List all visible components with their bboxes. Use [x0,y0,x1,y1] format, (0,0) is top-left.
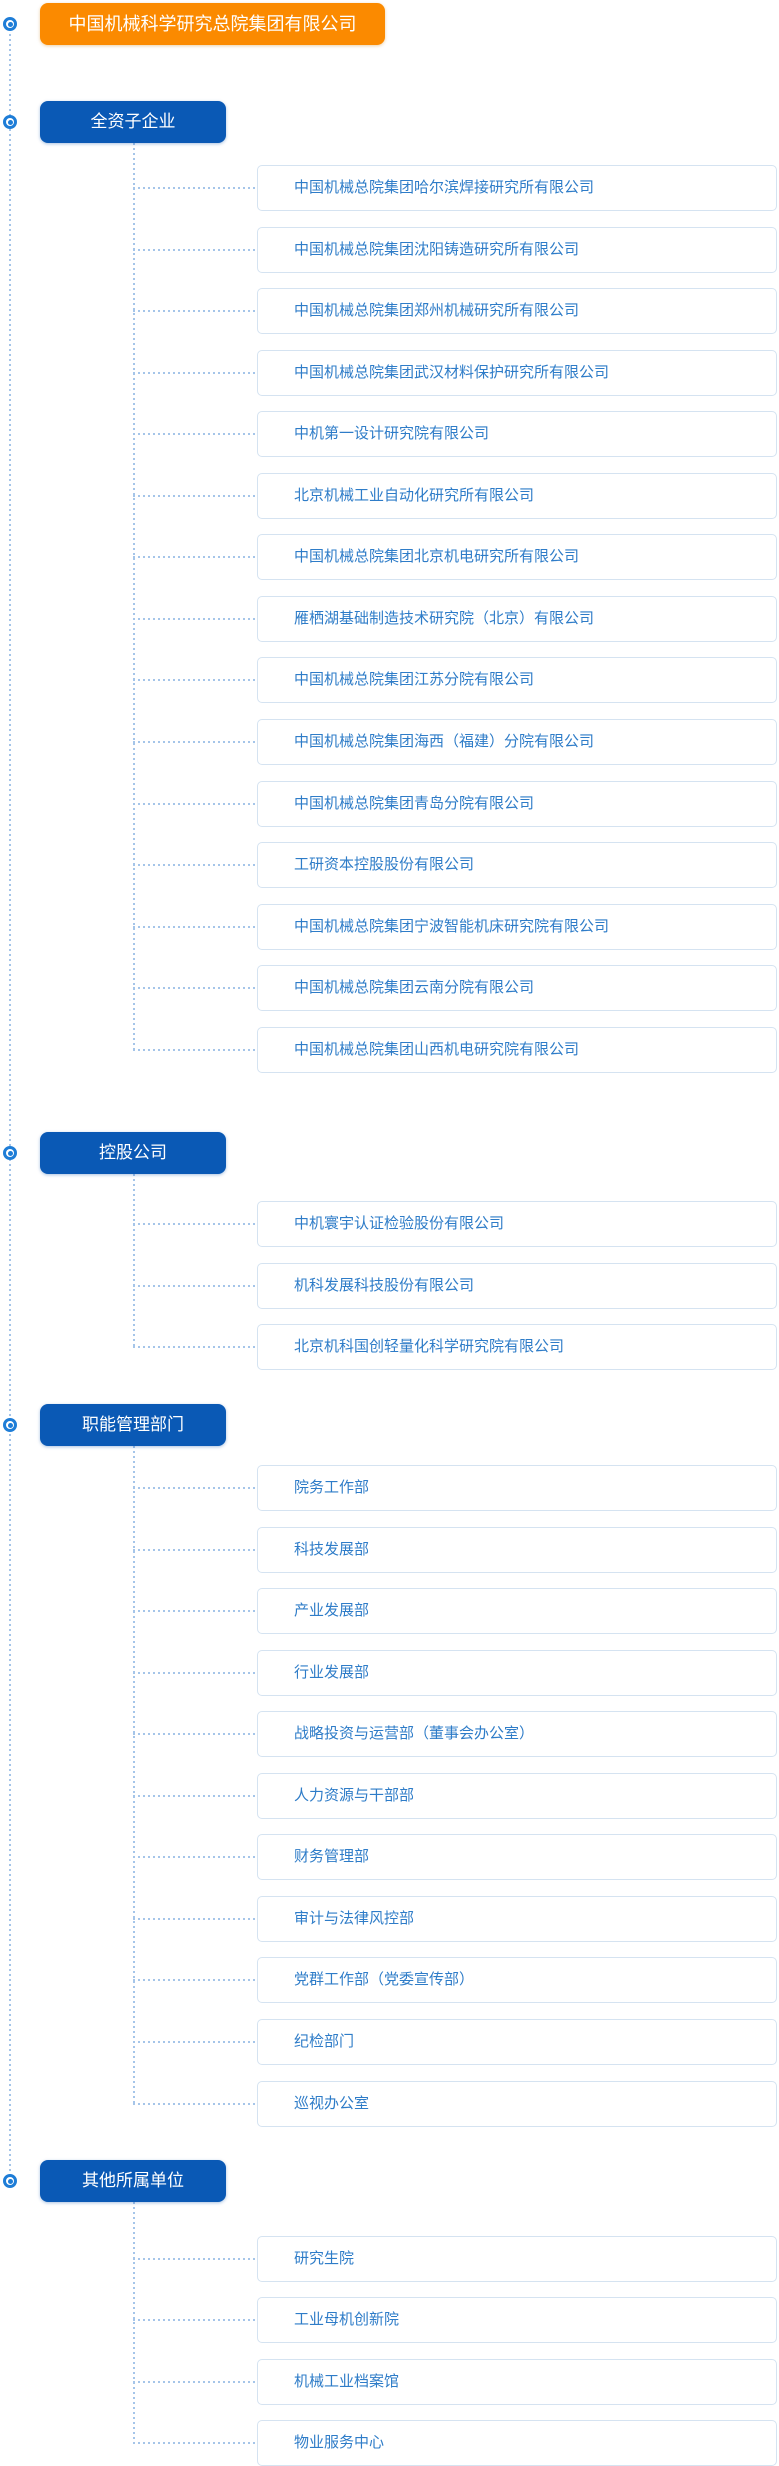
section-connector-line [133,1174,135,1348]
item-connector-line [133,2319,257,2322]
org-item[interactable]: 财务管理部 [257,1834,777,1881]
tree-bullet-icon [3,17,17,31]
org-item[interactable]: 战略投资与运营部（董事会办公室） [257,1711,777,1758]
item-connector-line [133,2380,257,2383]
org-item[interactable]: 机械工业档案馆 [257,2358,777,2405]
org-item[interactable]: 党群工作部（党委宣传部） [257,1957,777,2004]
item-connector-line [133,494,257,497]
item-connector-line [133,1856,257,1859]
item-connector-line [133,1346,257,1349]
item-connector-line [133,1548,257,1551]
item-connector-line [133,802,257,805]
tree-bullet-icon [3,115,17,129]
org-item[interactable]: 产业发展部 [257,1588,777,1635]
org-item[interactable]: 北京机科国创轻量化科学研究院有限公司 [257,1324,777,1371]
bullet-dot [7,2178,13,2184]
org-item[interactable]: 工研资本控股股份有限公司 [257,842,777,889]
bullet-dot [7,1422,13,1428]
org-item[interactable]: 中国机械总院集团海西（福建）分院有限公司 [257,718,777,765]
tree-rail-line [9,24,11,2181]
org-item[interactable]: 机科发展科技股份有限公司 [257,1262,777,1309]
org-item[interactable]: 中国机械总院集团郑州机械研究所有限公司 [257,288,777,335]
item-connector-line [133,1671,257,1674]
org-item[interactable]: 中国机械总院集团云南分院有限公司 [257,965,777,1012]
org-item[interactable]: 纪检部门 [257,2018,777,2065]
item-connector-line [133,1284,257,1287]
org-item[interactable]: 科技发展部 [257,1526,777,1573]
org-item[interactable]: 巡视办公室 [257,2080,777,2127]
item-connector-line [133,1733,257,1736]
org-item[interactable]: 中国机械总院集团哈尔滨焊接研究所有限公司 [257,165,777,211]
section-header-management-departments[interactable]: 职能管理部门 [40,1404,226,1446]
section-connector-line [133,2202,135,2444]
org-item[interactable]: 行业发展部 [257,1649,777,1696]
org-item[interactable]: 研究生院 [257,2235,777,2282]
item-connector-line [133,1917,257,1920]
item-connector-line [133,2442,257,2445]
org-item[interactable]: 工业母机创新院 [257,2297,777,2344]
item-connector-line [133,2102,257,2105]
tree-bullet-icon [3,1418,17,1432]
item-connector-line [133,187,257,189]
org-item[interactable]: 中国机械总院集团山西机电研究院有限公司 [257,1026,777,1073]
item-connector-line [133,2257,257,2260]
org-item[interactable]: 中国机械总院集团宁波智能机床研究院有限公司 [257,903,777,950]
item-connector-line [133,679,257,682]
section-connector-line [133,1446,135,2104]
item-connector-line [133,740,257,743]
bullet-dot [7,119,13,125]
item-connector-line [133,1979,257,1982]
tree-bullet-icon [3,1146,17,1160]
org-item[interactable]: 人力资源与干部部 [257,1772,777,1819]
org-item[interactable]: 院务工作部 [257,1465,777,1511]
item-connector-line [133,2040,257,2043]
org-item[interactable]: 审计与法律风控部 [257,1895,777,1942]
item-connector-line [133,1487,257,1489]
item-connector-line [133,1610,257,1613]
item-connector-line [133,433,257,436]
item-connector-line [133,864,257,867]
item-connector-line [133,371,257,374]
item-connector-line [133,925,257,928]
org-item[interactable]: 中机第一设计研究院有限公司 [257,411,777,458]
section-header-other-affiliated-units[interactable]: 其他所属单位 [40,2160,226,2202]
item-connector-line [133,556,257,559]
org-item[interactable]: 中国机械总院集团北京机电研究所有限公司 [257,534,777,581]
org-item[interactable]: 中国机械总院集团沈阳铸造研究所有限公司 [257,226,777,273]
org-item[interactable]: 物业服务中心 [257,2420,777,2466]
tree-bullet-icon [3,2174,17,2188]
item-connector-line [133,617,257,620]
section-header-wholly-owned-subsidiaries[interactable]: 全资子企业 [40,101,226,143]
org-item[interactable]: 北京机械工业自动化研究所有限公司 [257,472,777,519]
org-item[interactable]: 中国机械总院集团江苏分院有限公司 [257,657,777,704]
org-item[interactable]: 雁栖湖基础制造技术研究院（北京）有限公司 [257,595,777,642]
root-node-button[interactable]: 中国机械科学研究总院集团有限公司 [40,3,385,45]
section-header-holding-companies[interactable]: 控股公司 [40,1132,226,1174]
item-connector-line [133,310,257,313]
item-connector-line [133,248,257,251]
org-item[interactable]: 中国机械总院集团武汉材料保护研究所有限公司 [257,349,777,396]
org-item[interactable]: 中国机械总院集团青岛分院有限公司 [257,780,777,827]
item-connector-line [133,987,257,990]
bullet-dot [7,21,13,27]
org-item[interactable]: 中机寰宇认证检验股份有限公司 [257,1201,777,1247]
section-connector-line [133,143,135,1050]
bullet-dot [7,1150,13,1156]
item-connector-line [133,1794,257,1797]
item-connector-line [133,1223,257,1225]
item-connector-line [133,1048,257,1051]
